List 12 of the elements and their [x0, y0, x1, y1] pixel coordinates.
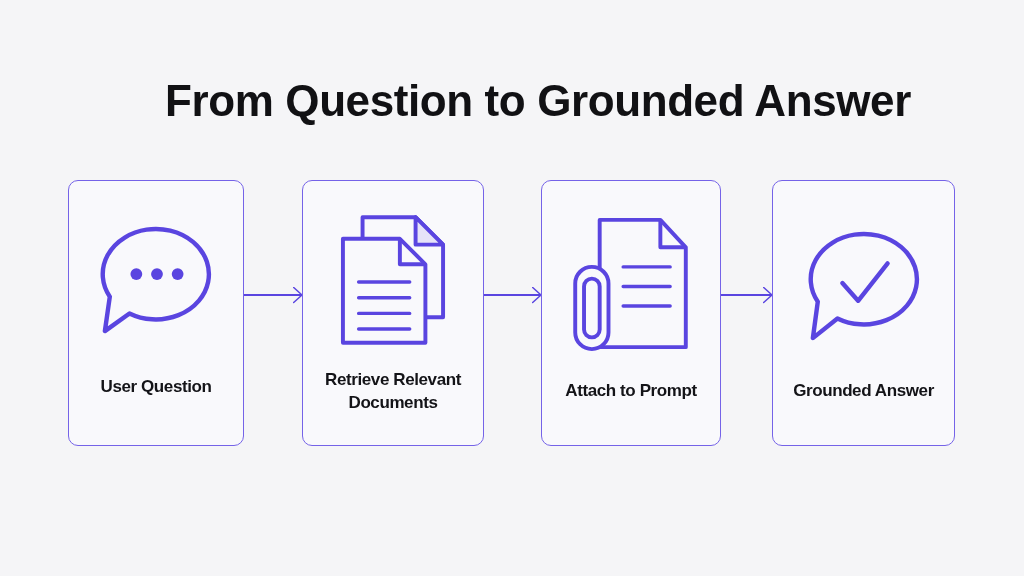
step-card [68, 180, 244, 446]
step-label: Attach to Prompt [564, 379, 698, 402]
step-card [302, 180, 484, 446]
arrow [720, 286, 773, 304]
step-card [541, 180, 721, 446]
step-label: Grounded Answer [792, 379, 935, 402]
arrow [483, 286, 542, 304]
diagram-title: From Question to Grounded Answer [165, 76, 911, 126]
arrow [243, 286, 303, 304]
step-label: User Question [99, 375, 213, 398]
step-card [772, 180, 955, 446]
step-label: Retrieve Relevant Documents [324, 369, 463, 414]
